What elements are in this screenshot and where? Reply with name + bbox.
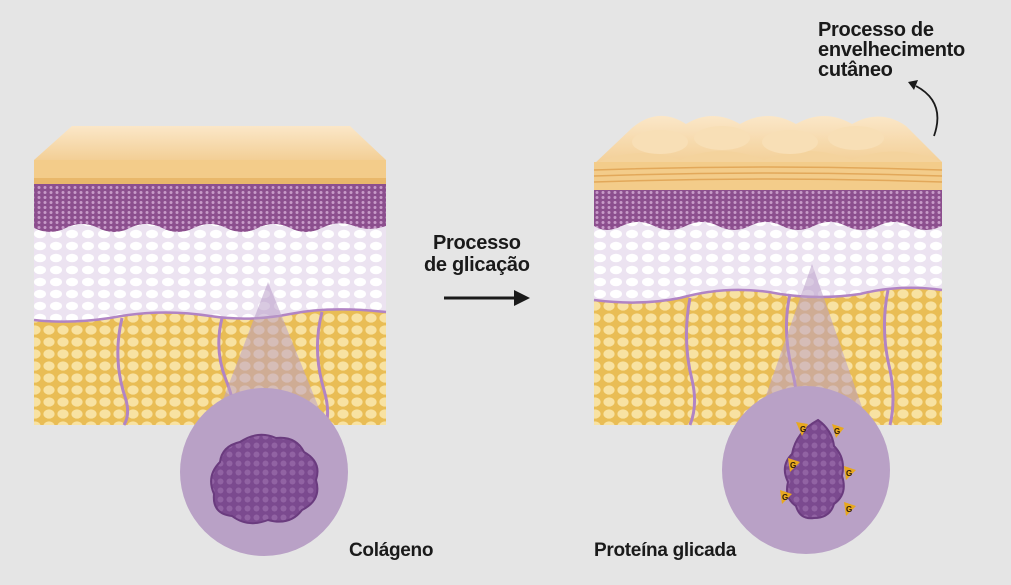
label-line: Processo de [818, 20, 965, 40]
collagen-label: Colágeno [349, 540, 433, 562]
dermis-light-layer [34, 223, 386, 321]
epidermis-surface [34, 126, 386, 160]
svg-text:G: G [834, 427, 840, 436]
svg-text:G: G [846, 469, 852, 478]
label-line: Processo [424, 232, 530, 254]
glycated-protein-label: Proteína glicada [594, 540, 736, 562]
svg-text:G: G [790, 461, 796, 470]
svg-text:G: G [800, 425, 806, 434]
label-line: cutâneo [818, 60, 965, 80]
normal-skin-block [34, 126, 386, 556]
glycation-process-label: Processo de glicação [424, 232, 530, 276]
label-line: de glicação [424, 254, 530, 276]
svg-text:G: G [782, 493, 788, 502]
skin-aging-label: Processo de envelhecimento cutâneo [818, 20, 965, 80]
collagen-cluster [211, 435, 317, 523]
aged-skin-block [594, 116, 942, 554]
svg-text:G: G [846, 505, 852, 514]
process-arrow [444, 290, 530, 306]
epidermis-band [594, 162, 942, 190]
aging-callout-arrow [908, 80, 937, 136]
label-line: envelhecimento [818, 40, 965, 60]
